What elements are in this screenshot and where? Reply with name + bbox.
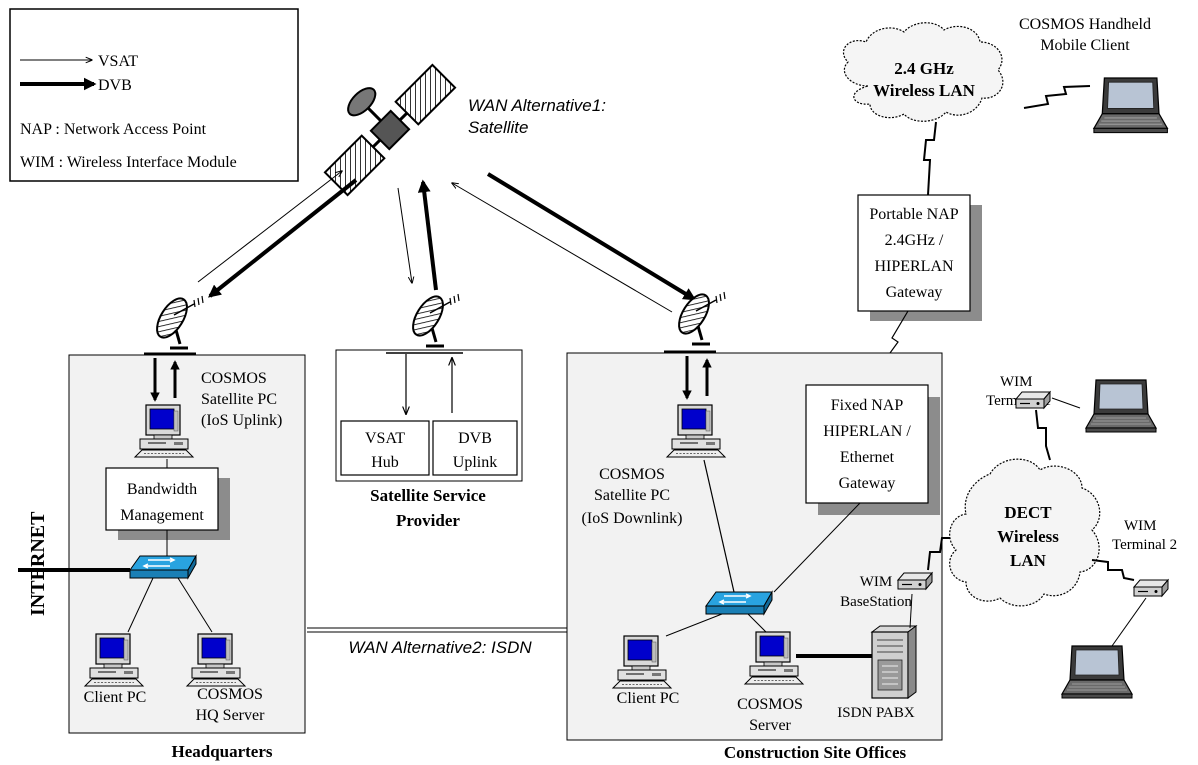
site-satpc-to-switch-link [703,459,735,593]
wlan24-to-portable-nap-link [922,121,937,196]
vsat-hub-line1: VSAT [365,430,405,447]
wlan24-label-line2: Wireless LAN [873,81,976,100]
portable-nap-line1: Portable NAP [869,206,958,223]
wim-t2-line2: Terminal 2 [1112,537,1177,553]
wim-t2-laptop-icon [1061,645,1133,699]
bandwidth-management-box: Bandwidth Management [105,467,230,540]
fixed-nap-line3: Ethernet [840,449,895,466]
wim-definition: WIM : Wireless Interface Module [20,154,237,171]
wlan24-wireless-link [1023,85,1091,109]
legend: VSAT DVB NAP : Network Access Point WIM … [9,8,299,182]
dvb-uplink-line1: DVB [458,430,492,447]
wim-bs-line1: WIM [860,574,893,590]
site-vsat-uplink-arrow [452,183,673,313]
satellite-icon [323,63,457,197]
provider-title-line1: Satellite Service [370,486,486,505]
portable-nap-box: Portable NAP 2.4GHz / HIPERLAN Gateway [857,194,982,321]
site-server-line2: Server [749,717,791,734]
hq-server-line2: HQ Server [196,707,266,724]
provider-vsat-downlink-arrow [397,187,412,283]
wan-alt2-label: WAN Alternative2: ISDN [348,638,532,657]
hq-switch-to-client-link [127,577,154,633]
hq-switch-to-server-link [177,577,213,633]
wan-alt1-label-line1: WAN Alternative1: [468,96,606,115]
portable-nap-line2: 2.4GHz / [885,232,944,249]
handheld-label-line1: COSMOS Handheld [1019,16,1151,33]
hq-satpc-line3: (IoS Uplink) [201,412,282,429]
vsat-legend-label: VSAT [98,53,138,70]
site-server-line1: COSMOS [737,696,803,713]
vsat-hub-line2: Hub [371,454,399,471]
legend-box [9,8,299,182]
wlan24-cloud-icon [842,22,1004,122]
hq-dvb-downlink-arrow [207,178,358,298]
wim-terminal2-icon [1133,579,1169,597]
site-satpc-line1: COSMOS [599,466,665,483]
hq-switch-icon [129,555,197,579]
nap-definition: NAP : Network Access Point [20,121,207,138]
headquarters-title: Headquarters [171,742,272,761]
wlan24-label-line1: 2.4 GHz [894,59,954,78]
wim-t1-to-dect-link [1035,409,1051,461]
dvb-uplink-box: DVB Uplink [432,420,518,476]
hq-dish-icon [149,292,205,350]
hq-satpc-line1: COSMOS [201,370,267,387]
site-title: Construction Site Offices [724,743,907,762]
dect-cloud-icon [949,458,1101,607]
site-client-pc-label: Client PC [617,690,680,707]
hq-server-line1: COSMOS [197,686,263,703]
site-satpc-line3: (IoS Downlink) [582,510,683,527]
provider-dvb-uplink-arrow [417,179,438,291]
pabx-label: ISDN PABX [837,705,915,721]
wim-t1-line1: WIM [1000,374,1033,390]
site-dish-icon [671,288,727,346]
fixed-nap-box: Fixed NAP HIPERLAN / Ethernet Gateway [805,384,940,515]
fixed-nap-line4: Gateway [839,475,896,492]
site-switch-to-client-link [665,613,723,637]
hq-satpc-line2: Satellite PC [201,391,277,408]
hq-client-pc-label: Client PC [84,689,147,706]
dvb-legend-label: DVB [98,77,132,94]
server-tower-icon [870,625,918,699]
wim-terminal1-icon [1015,391,1051,409]
wim-t2-to-dect-link [1091,559,1135,581]
provider-dish-icon [405,290,461,348]
fixed-nap-to-switch-link [773,502,861,593]
dect-line2: Wireless [997,527,1059,546]
bw-line1: Bandwidth [127,481,197,498]
site-switch-to-server-link [747,613,767,633]
wim-bs-line2: BaseStation [840,594,912,610]
internet-label: INTERNET [27,511,49,616]
dect-line3: LAN [1010,551,1047,570]
wim-t2-to-laptop-link [1111,597,1147,647]
portable-nap-line3: HIPERLAN [874,258,954,275]
bw-line2: Management [120,507,204,524]
satellite-links [197,171,697,313]
site-satpc-line2: Satellite PC [594,487,670,504]
portable-nap-line4: Gateway [886,284,943,301]
wim-t1-laptop-icon [1085,379,1157,433]
site-switch-icon [705,591,773,615]
dvb-uplink-line2: Uplink [453,454,497,471]
basestation-to-pabx-link [909,593,913,629]
wim-t1-to-laptop-link [1051,397,1081,409]
handheld-laptop-icon [1093,77,1169,134]
fixed-nap-line2: HIPERLAN / [823,423,911,440]
provider-title-line2: Provider [396,511,460,530]
wim-t2-line1: WIM [1124,518,1157,534]
hq-vsat-uplink-arrow [197,171,342,283]
fixed-nap-line1: Fixed NAP [831,397,904,414]
vsat-hub-box: VSAT Hub [340,420,430,476]
wan-alt1-label-line2: Satellite [468,118,528,137]
wim-basestation-icon [897,572,933,590]
site-dvb-downlink-arrow [486,172,697,301]
handheld-label-line2: Mobile Client [1040,37,1130,54]
dect-line1: DECT [1004,503,1052,522]
